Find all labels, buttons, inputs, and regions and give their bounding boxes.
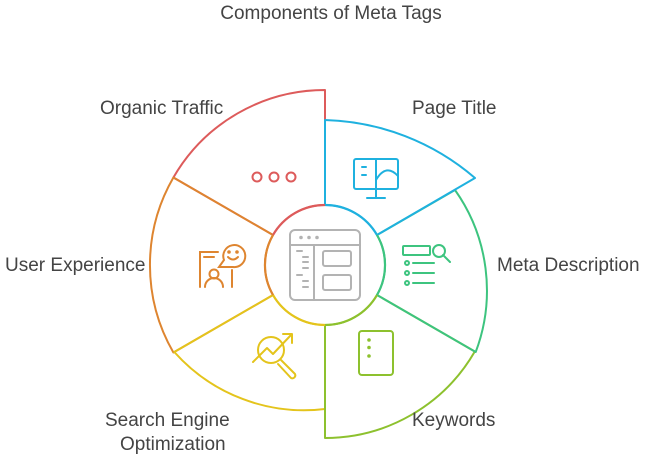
document-dots-icon <box>358 330 394 376</box>
segment-page-title[interactable] <box>324 119 476 236</box>
label-user-experience: User Experience <box>5 255 146 276</box>
label-seo-line2: Optimization <box>120 434 226 455</box>
label-seo-line1: Search Engine <box>105 410 230 431</box>
label-meta-description: Meta Description <box>497 255 640 276</box>
center-hub <box>263 203 387 327</box>
segment-meta-description[interactable] <box>376 189 488 353</box>
search-list-icon <box>402 244 451 286</box>
segment-user-experience[interactable] <box>149 176 274 354</box>
label-organic-traffic: Organic Traffic <box>100 98 224 119</box>
segment-seo[interactable] <box>173 294 326 412</box>
search-trend-icon <box>252 333 297 380</box>
label-keywords: Keywords <box>412 410 496 431</box>
label-page-title: Page Title <box>412 98 497 119</box>
diagram-title: Components of Meta Tags <box>220 3 442 24</box>
three-dots-icon <box>251 171 297 183</box>
user-feedback-icon <box>199 244 247 288</box>
browser-window-icon <box>289 229 361 301</box>
monitor-chart-icon <box>353 158 399 199</box>
